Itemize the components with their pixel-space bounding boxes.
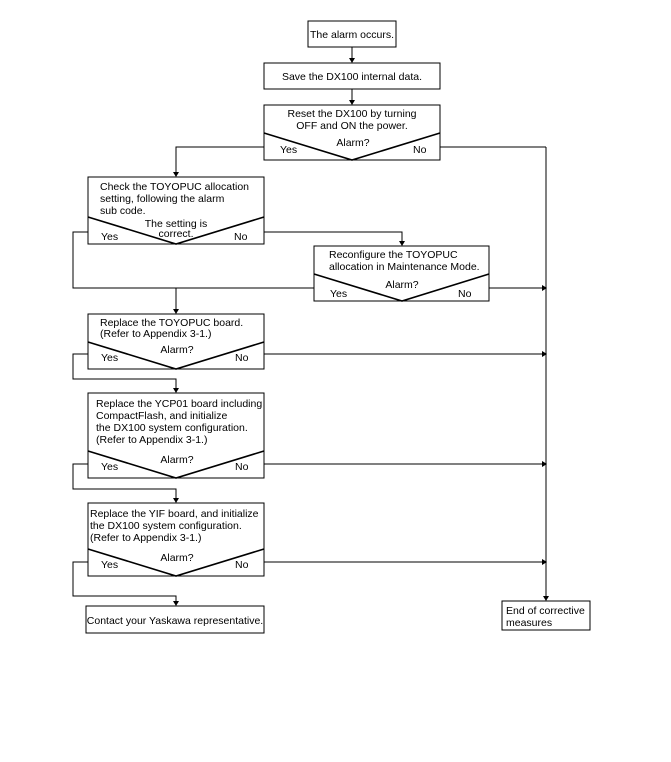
- start-label: The alarm occurs.: [310, 29, 394, 41]
- reset-no-label: No: [413, 144, 427, 156]
- replace-toyopuc-no-label: No: [235, 352, 249, 364]
- check-question-line-1: The setting is: [145, 218, 207, 230]
- arrow-head: [173, 388, 179, 393]
- replace-ycp01-decision-chevron: [87, 450, 265, 479]
- end-line-2: measures: [506, 617, 552, 629]
- arrow-head: [173, 309, 179, 314]
- replace-yif-no-label: No: [235, 559, 249, 571]
- arrow-head: [349, 58, 355, 63]
- reconfigure-decision-chevron: [313, 273, 490, 302]
- replace-yif-line-2: the DX100 system configuration.: [90, 520, 242, 532]
- end-measures-box: [501, 600, 591, 631]
- check-line-3: sub code.: [100, 205, 146, 217]
- replace-toyopuc-decision-chevron: [87, 341, 265, 370]
- replace-toyopuc-question: Alarm?: [160, 344, 193, 356]
- reconfigure-yes-label: Yes: [330, 288, 347, 300]
- arrow-head: [399, 241, 405, 246]
- end-line-1: End of corrective: [506, 605, 585, 617]
- contact-yaskawa-box: [85, 605, 265, 634]
- replace-yif-line-3: (Refer to Appendix 3-1.): [90, 532, 201, 544]
- replace-yif-question: Alarm?: [160, 552, 193, 564]
- reset-line-1: Reset the DX100 by turning: [288, 108, 417, 120]
- contact-label: Contact your Yaskawa representative.: [87, 615, 263, 627]
- save-data-label: Save the DX100 internal data.: [282, 71, 422, 83]
- replace-ycp01-line-1: Replace the YCP01 board including: [96, 398, 262, 410]
- connector-check-no: [264, 231, 403, 241]
- connector-reset-yes: [175, 146, 264, 173]
- replace-ycp01-question: Alarm?: [160, 454, 193, 466]
- check-decision-chevron: [87, 216, 265, 245]
- reset-yes-label: Yes: [280, 144, 297, 156]
- connector-replace-toyopuc-yes: [72, 353, 177, 388]
- arrow-head: [542, 559, 547, 565]
- check-allocation-box: [87, 176, 265, 245]
- replace-yif-yes-label: Yes: [101, 559, 118, 571]
- reset-line-2: OFF and ON the power.: [296, 120, 407, 132]
- check-line-1: Check the TOYOPUC allocation: [100, 181, 249, 193]
- reconfigure-line-1: Reconfigure the TOYOPUC: [329, 249, 458, 261]
- arrow-head: [543, 596, 549, 601]
- replace-ycp01-no-label: No: [235, 461, 249, 473]
- connector-replace-yif-yes: [72, 561, 177, 601]
- arrow-head: [542, 461, 547, 467]
- replace-ycp01-line-4: (Refer to Appendix 3-1.): [96, 434, 207, 446]
- reconfigure-no-label: No: [458, 288, 472, 300]
- reset-power-box: [263, 104, 441, 161]
- reconfigure-line-2: allocation in Maintenance Mode.: [329, 261, 480, 273]
- save-data-box: [263, 62, 441, 90]
- replace-ycp01-line-3: the DX100 system configuration.: [96, 422, 248, 434]
- reset-question: Alarm?: [336, 137, 369, 149]
- check-yes-label: Yes: [101, 231, 118, 243]
- replace-yif-line-1: Replace the YIF board, and initialize: [90, 508, 259, 520]
- arrow-head: [173, 498, 179, 503]
- replace-toyopuc-yes-label: Yes: [101, 352, 118, 364]
- replace-toyopuc-line-1: Replace the TOYOPUC board.: [100, 317, 243, 329]
- replace-ycp01-line-2: CompactFlash, and initialize: [96, 410, 227, 422]
- check-line-2: setting, following the alarm: [100, 193, 225, 205]
- replace-yif-decision-chevron: [87, 548, 265, 577]
- replace-yif-box: [87, 502, 265, 577]
- replace-toyopuc-line-2: (Refer to Appendix 3-1.): [100, 328, 211, 340]
- start-box: [307, 20, 397, 48]
- check-no-label: No: [234, 231, 248, 243]
- reconfigure-question: Alarm?: [385, 279, 418, 291]
- replace-ycp01-box: [87, 392, 265, 479]
- replace-toyopuc-box: [87, 313, 265, 370]
- connector-replace-ycp01-yes: [72, 463, 177, 498]
- arrow-head: [542, 285, 547, 291]
- reset-decision-chevron: [263, 132, 441, 161]
- arrow-head: [542, 351, 547, 357]
- connector-check-yes: [72, 231, 177, 310]
- check-question-line-2: correct.: [158, 228, 193, 240]
- replace-ycp01-yes-label: Yes: [101, 461, 118, 473]
- arrow-head: [349, 100, 355, 105]
- arrow-head: [173, 601, 179, 606]
- arrow-head: [173, 172, 179, 177]
